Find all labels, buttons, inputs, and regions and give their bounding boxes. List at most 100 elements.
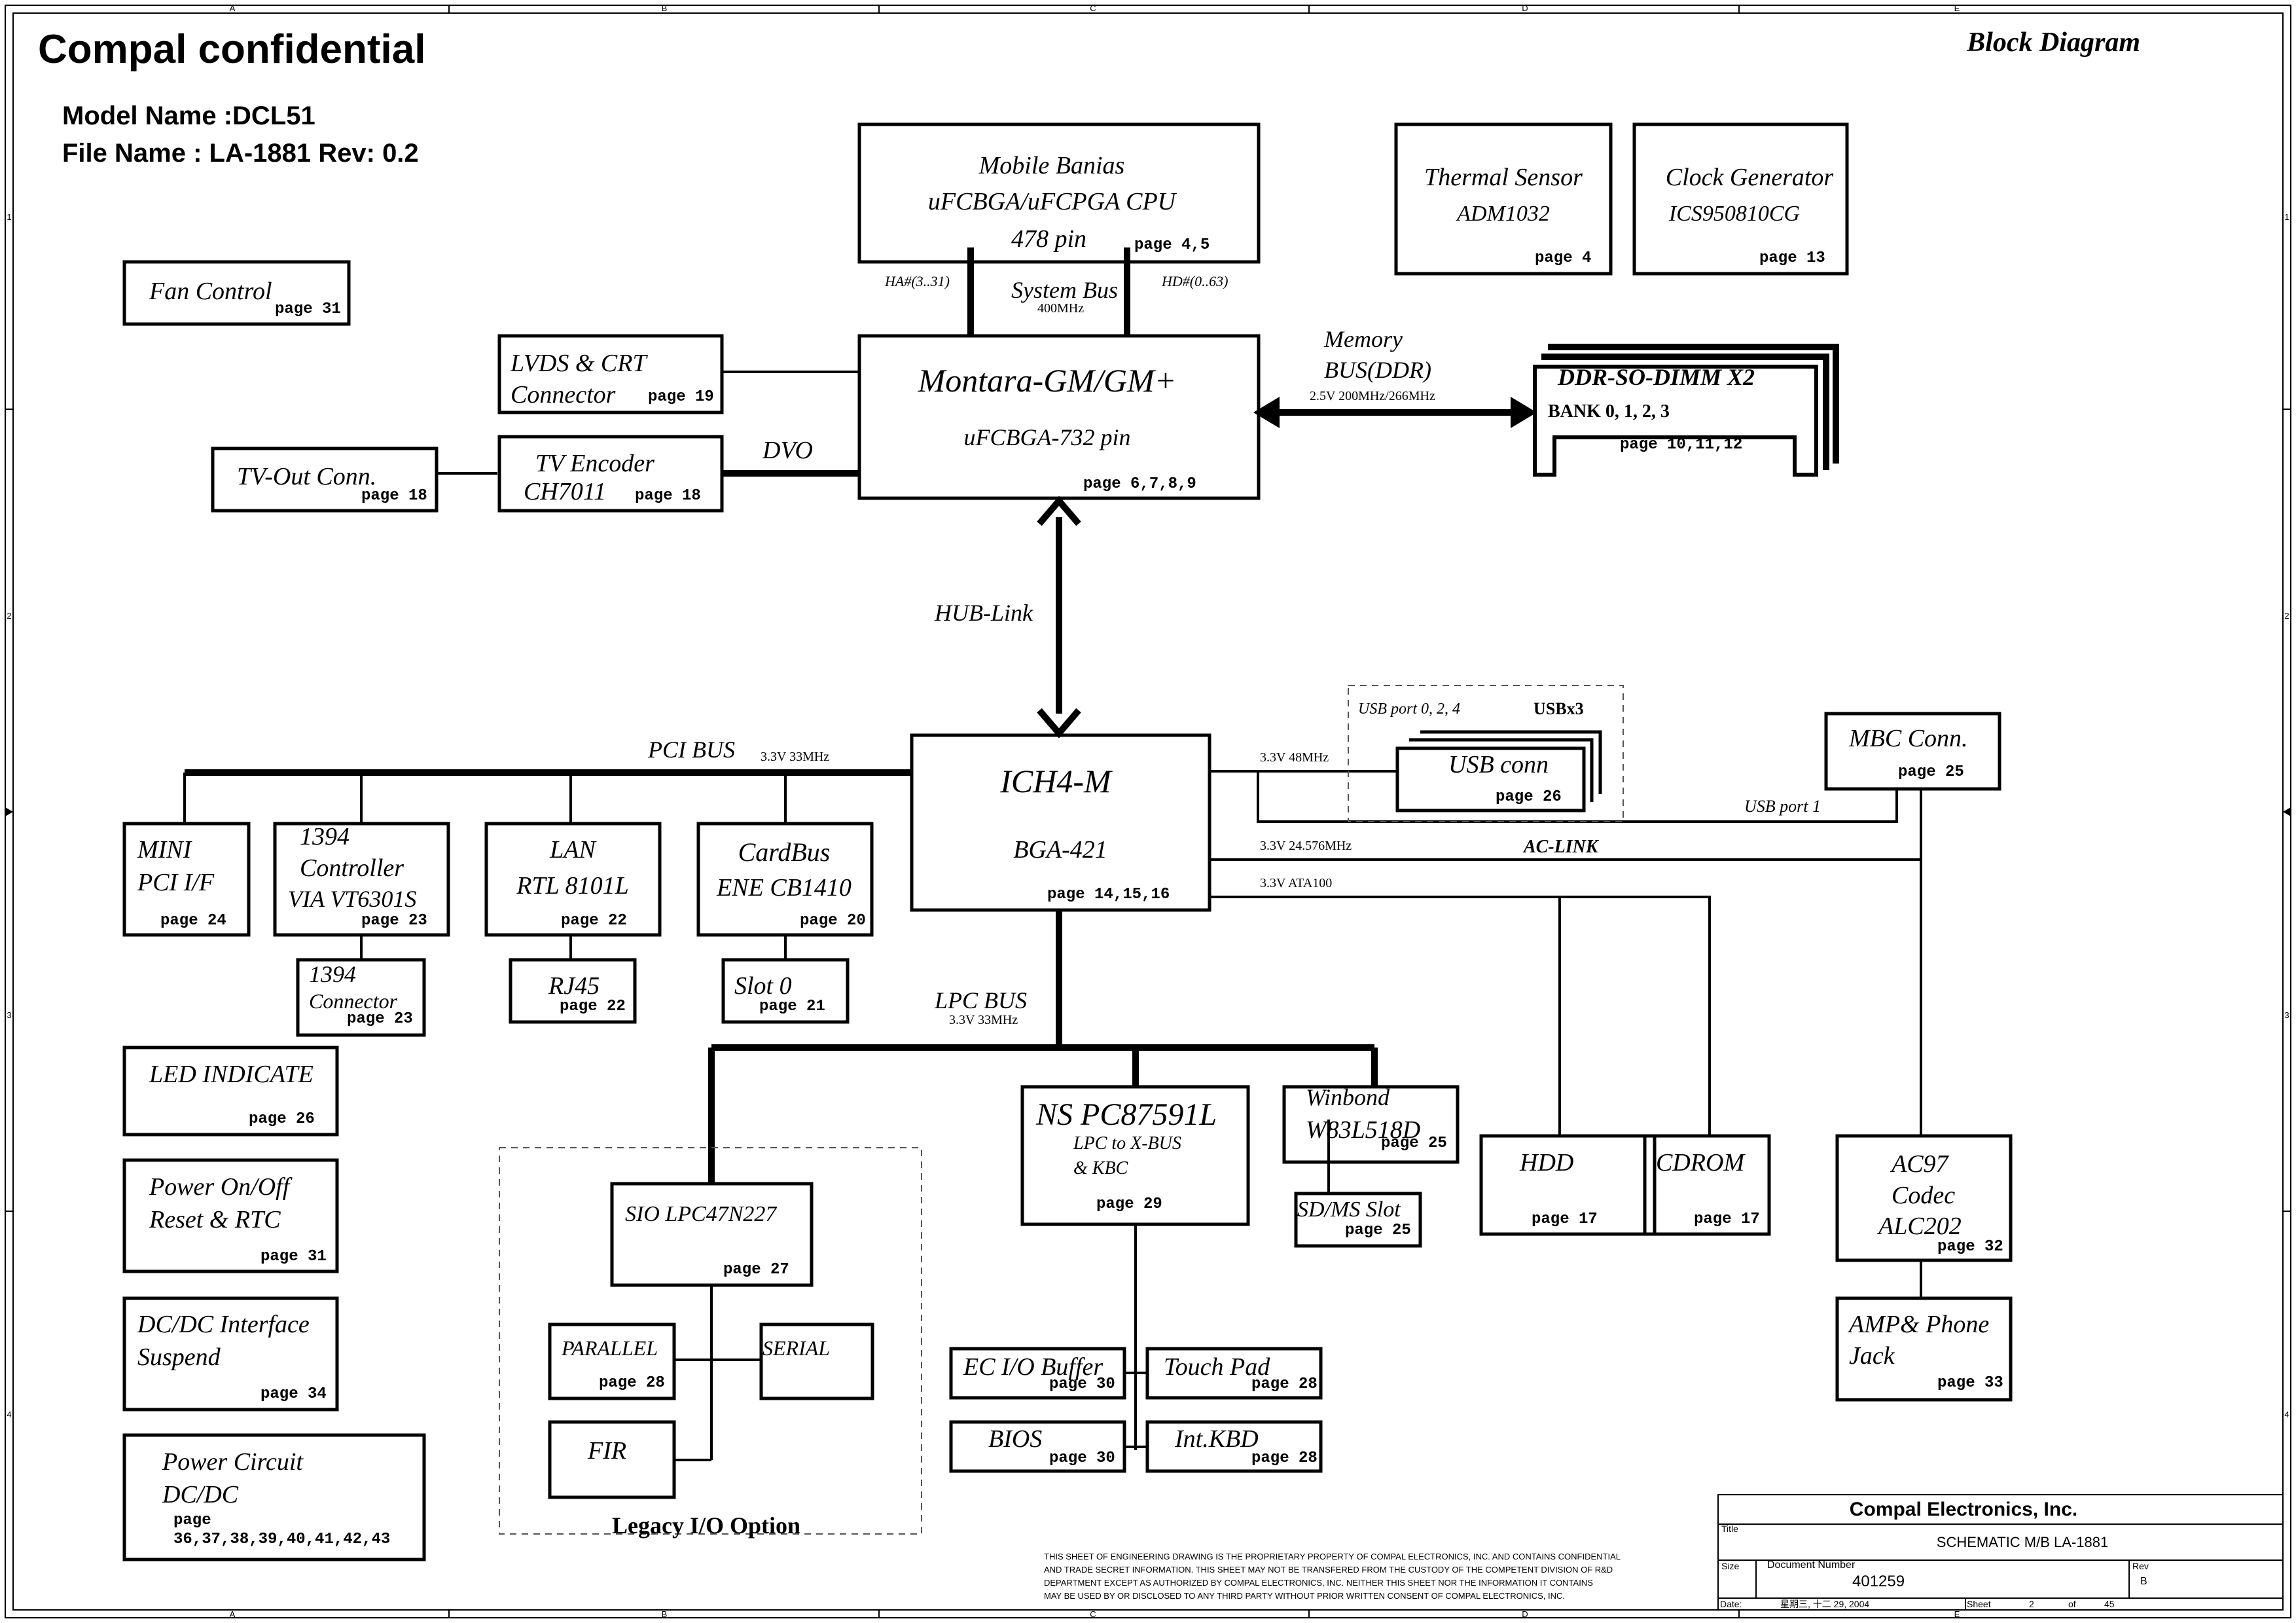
bios-name: BIOS xyxy=(988,1425,1042,1453)
power-circuit-line1: Power Circuit xyxy=(162,1448,304,1476)
power-on-off-line2: Reset & RTC xyxy=(149,1206,281,1233)
lvds-crt-page-ref: page 19 xyxy=(648,388,714,406)
col-label-c-bottom: C xyxy=(1090,1609,1096,1619)
title-block-company: Compal Electronics, Inc. xyxy=(1850,1499,2077,1520)
disclaimer-line-1: THIS SHEET OF ENGINEERING DRAWING IS THE… xyxy=(1044,1552,1621,1561)
sio-block: SIO LPC47N227 page 27 xyxy=(610,1182,814,1287)
rj45-page-ref: page 22 xyxy=(560,998,626,1015)
row-label-1: 1 xyxy=(7,212,11,222)
cardbus-block: CardBus ENE CB1410 page 20 xyxy=(696,822,874,937)
ns-pc87591l-line2: LPC to X-BUS xyxy=(1073,1133,1181,1154)
ddr-banks: BANK 0, 1, 2, 3 xyxy=(1548,401,1670,422)
clock-generator-block: Clock Generator ICS950810CG page 13 xyxy=(1632,122,1849,276)
hub-link-label: HUB-Link xyxy=(934,600,1033,626)
usb-conn-name: USB conn xyxy=(1448,751,1549,778)
rj45-block: RJ45 page 22 xyxy=(509,958,637,1024)
amp-line1: AMP& Phone xyxy=(1847,1311,1989,1338)
mini-pci-line1: MINI xyxy=(137,836,193,864)
sio-page-ref: page 27 xyxy=(723,1261,789,1279)
block-diagram-label: Block Diagram xyxy=(1966,27,2140,58)
lpc-bus-speed: 3.3V 33MHz xyxy=(949,1013,1018,1027)
ddr-page-ref: page 10,11,12 xyxy=(1620,436,1742,454)
power-on-off-block: Power On/Off Reset & RTC page 31 xyxy=(122,1158,339,1273)
ac97-line2: Codec xyxy=(1892,1182,1955,1209)
ieee1394-controller-page-ref: page 23 xyxy=(361,912,427,930)
hdd-page-ref: page 17 xyxy=(1532,1211,1598,1228)
tv-out-connector-block: TV-Out Conn. page 18 xyxy=(211,447,439,513)
ec-io-buffer-block: EC I/O Buffer page 30 xyxy=(949,1347,1126,1400)
sdms-slot-page-ref: page 25 xyxy=(1345,1222,1411,1239)
row-label-3-right: 3 xyxy=(2284,1010,2289,1020)
fan-control-block: Fan Control page 31 xyxy=(122,260,351,326)
lvds-crt-name: LVDS & CRT xyxy=(510,350,648,377)
title-block-title-label: Title xyxy=(1721,1523,1738,1534)
fir-block: FIR xyxy=(548,1420,676,1499)
winbond-part: W83L518D xyxy=(1306,1116,1420,1144)
usbx3-label: USBx3 xyxy=(1534,699,1584,718)
dcdc-interface-line2: Suspend xyxy=(137,1343,221,1371)
col-label-a-bottom: A xyxy=(230,1609,236,1619)
memory-bus-label-2: BUS(DDR) xyxy=(1324,357,1431,383)
title-block-sheet: 2 xyxy=(2029,1599,2034,1609)
lpc-bus-label: LPC BUS xyxy=(934,987,1027,1013)
power-on-off-page-ref: page 31 xyxy=(260,1248,327,1266)
ieee1394-connector-line2: Connector xyxy=(309,989,398,1013)
row-label-4-right: 4 xyxy=(2284,1410,2289,1419)
tv-out-page-ref: page 18 xyxy=(361,487,427,505)
cpu-block: Mobile Banias uFCBGA/uFCPGA CPU 478 pin … xyxy=(857,122,1261,264)
title-block-sheet-label: Sheet xyxy=(1967,1599,1991,1609)
ac97-line1: AC97 xyxy=(1890,1150,1950,1178)
led-indicate-page-ref: page 26 xyxy=(249,1110,315,1128)
dcdc-interface-page-ref: page 34 xyxy=(260,1385,327,1403)
usb-port1-label: USB port 1 xyxy=(1744,797,1821,816)
lan-block: LAN RTL 8101L page 22 xyxy=(484,822,662,937)
serial-name: SERIAL xyxy=(762,1336,830,1360)
sheet-frame xyxy=(5,5,2291,1618)
power-circuit-line2: DC/DC xyxy=(162,1481,239,1508)
col-label-d: D xyxy=(1522,3,1528,13)
mini-pci-line2: PCI I/F xyxy=(137,869,215,896)
col-label-b: B xyxy=(662,3,668,13)
fir-name: FIR xyxy=(587,1437,626,1465)
title-block-doc-number: 401259 xyxy=(1852,1573,1905,1590)
memory-bus-speed: 2.5V 200MHz/266MHz xyxy=(1310,389,1435,403)
gmch-page-ref: page 6,7,8,9 xyxy=(1083,475,1196,493)
pci-bus-label: PCI BUS xyxy=(647,737,735,763)
ieee1394-controller-line2: Controller xyxy=(300,854,404,882)
disclaimer-line-4: MAY BE USED BY OR DISCLOSED TO ANY THIRD… xyxy=(1044,1591,1565,1601)
cpu-name: Mobile Banias xyxy=(978,152,1125,179)
bios-page-ref: page 30 xyxy=(1049,1450,1115,1467)
company-confidential-title: Compal confidential xyxy=(38,27,425,72)
usb-ports-label: USB port 0, 2, 4 xyxy=(1358,701,1460,718)
clock-generator-page-ref: page 13 xyxy=(1759,249,1825,267)
connections xyxy=(183,247,1922,1535)
winbond-block: Winbond W83L518D page 25 xyxy=(1282,1084,1460,1164)
ns-pc87591l-line3: & KBC xyxy=(1073,1158,1128,1178)
slot0-page-ref: page 21 xyxy=(759,998,825,1015)
cdrom-block: CDROM page 17 xyxy=(1643,1134,1771,1236)
cpu-page-ref: page 4,5 xyxy=(1134,236,1210,254)
gmch-package: uFCBGA-732 pin xyxy=(964,424,1131,450)
ac97-codec-block: AC97 Codec ALC202 page 32 xyxy=(1835,1134,2013,1262)
row-label-1-right: 1 xyxy=(2284,212,2289,222)
file-name: File Name : LA-1881 Rev: 0.2 xyxy=(62,139,419,168)
fan-control-page-ref: page 31 xyxy=(275,301,341,318)
int-kbd-page-ref: page 28 xyxy=(1251,1450,1318,1467)
cdrom-page-ref: page 17 xyxy=(1694,1211,1760,1228)
lan-part: RTL 8101L xyxy=(516,872,628,900)
mbc-conn-page-ref: page 25 xyxy=(1898,763,1964,781)
ddr-sodimm-block: DDR-SO-DIMM X2 BANK 0, 1, 2, 3 page 10,1… xyxy=(1533,344,1839,477)
thermal-sensor-name: Thermal Sensor xyxy=(1424,164,1583,191)
ddr-name: DDR-SO-DIMM X2 xyxy=(1557,364,1755,390)
fan-control-name: Fan Control xyxy=(149,278,272,305)
parallel-name: PARALLEL xyxy=(561,1336,658,1360)
row-label-2-right: 2 xyxy=(2284,611,2289,621)
tv-out-name: TV-Out Conn. xyxy=(237,463,376,490)
mini-pci-page-ref: page 24 xyxy=(160,912,226,930)
thermal-sensor-part: ADM1032 xyxy=(1456,202,1550,226)
ieee1394-connector-line1: 1394 xyxy=(309,961,356,987)
gmch-block: Montara-GM/GM+ uFCBGA-732 pin page 6,7,8… xyxy=(857,334,1261,500)
bios-block: BIOS page 30 xyxy=(949,1420,1126,1473)
touch-pad-block: Touch Pad page 28 xyxy=(1145,1347,1323,1400)
